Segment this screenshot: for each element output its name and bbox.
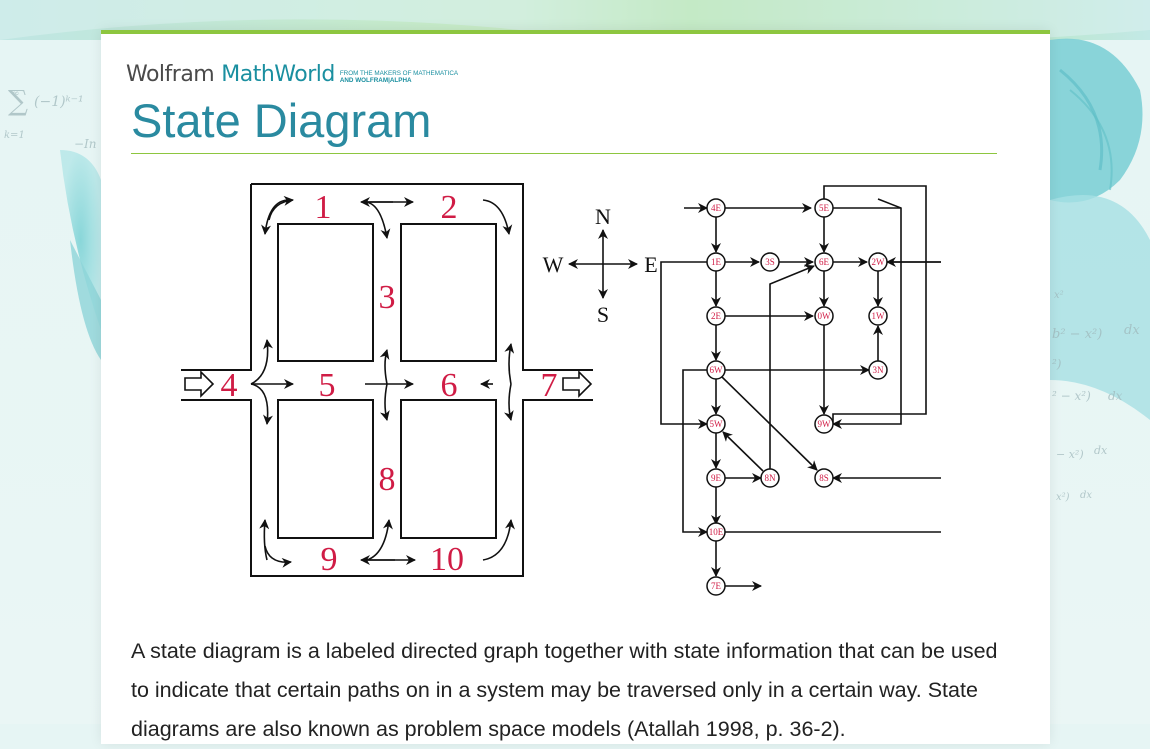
node-label: 6W <box>710 365 724 375</box>
node-label: 9W <box>818 419 832 429</box>
node-5W-circle <box>706 414 726 434</box>
map-outer-outline <box>181 183 593 577</box>
node-label: 10E <box>709 527 724 537</box>
exit-arrow-icon <box>562 370 593 398</box>
node-label: 5E <box>819 203 830 213</box>
logo-tagline-line2: AND WOLFRAM|ALPHA <box>339 77 412 84</box>
node-label: 2E <box>711 311 722 321</box>
node-6E-circle <box>814 252 834 272</box>
node-label: 1E <box>711 257 722 267</box>
block-top-right <box>400 223 497 362</box>
logo-mathworld-text: MathWorld <box>221 62 335 87</box>
node-label: 4E <box>711 203 722 213</box>
node-label: 1W <box>872 311 886 321</box>
site-logo[interactable]: Wolfram MathWorld FROM THE MAKERS OF MAT… <box>126 60 458 86</box>
graph-edges <box>660 185 941 591</box>
node-label: 2W <box>872 257 886 267</box>
node-2W-circle <box>868 252 888 272</box>
logo-wolfram-text: Wolfram <box>126 62 215 87</box>
map-turn-arrows <box>250 195 515 568</box>
location-label: 2 <box>441 189 458 226</box>
block-bottom-left <box>277 399 374 539</box>
compass-south-label: S <box>597 302 609 327</box>
location-label: 1 <box>315 189 332 226</box>
bg-sum-top: ∞ <box>12 89 20 99</box>
logo-tagline-line1: FROM THE MAKERS OF MATHEMATICA <box>339 70 459 77</box>
bg-frag-10: x² <box>1054 290 1064 301</box>
entry-exit-arrows <box>184 370 593 398</box>
bg-sum-expr: (−1)ᵏ⁻¹ <box>34 94 84 110</box>
bg-sum-symbol: ∑ <box>8 84 28 117</box>
entry-arrow-icon <box>184 370 215 398</box>
bg-frag-1: b² − x²) <box>1052 327 1102 342</box>
node-9W-circle <box>814 414 834 434</box>
node-label: 5W <box>710 419 724 429</box>
logo-tagline: FROM THE MAKERS OF MATHEMATICA AND WOLFR… <box>340 70 458 84</box>
node-4E-circle <box>706 198 726 218</box>
node-1E-circle <box>706 252 726 272</box>
node-label: 6E <box>819 257 830 267</box>
node-label: 3S <box>765 257 775 267</box>
graph-node-circles <box>706 198 888 596</box>
state-diagram-figure: 1 2 3 4 5 6 7 8 9 10 N S E W <box>181 183 941 596</box>
bg-frag-6: − x²) <box>1056 448 1084 461</box>
node-6W-circle <box>706 360 726 380</box>
state-graph: 4E 5E 1E 3S 6E 2W 2E 0W 1W 6W 3N 5W 9W 9… <box>660 185 941 596</box>
block-bottom-right <box>400 399 497 539</box>
location-label: 5 <box>319 367 336 404</box>
location-label: 6 <box>441 367 458 404</box>
node-label: 3N <box>873 365 885 375</box>
bg-frag-2: dx <box>1124 323 1140 338</box>
page-description: A state diagram is a labeled directed gr… <box>131 639 998 741</box>
bg-frag-7: dx <box>1094 444 1108 457</box>
node-1W-circle <box>868 306 888 326</box>
node-5E-circle <box>814 198 834 218</box>
compass-rose: N S E W <box>543 204 658 327</box>
node-10E-circle <box>706 522 726 542</box>
node-label: 0W <box>818 311 832 321</box>
bg-frag-5: dx <box>1108 389 1123 403</box>
node-label: 9E <box>711 473 722 483</box>
graph-node-labels: 4E 5E 1E 3S 6E 2W 2E 0W 1W 6W 3N 5W 9W 9… <box>709 203 885 591</box>
compass-north-label: N <box>595 204 611 229</box>
location-label: 8 <box>379 461 396 498</box>
bg-frag-8: x²) <box>1056 492 1070 503</box>
location-label: 3 <box>379 279 396 316</box>
node-3S-circle <box>760 252 780 272</box>
node-8N-circle <box>760 468 780 488</box>
page-title: State Diagram <box>131 94 432 147</box>
node-2E-circle <box>706 306 726 326</box>
location-label: 7 <box>541 367 558 404</box>
bg-frag-3: ²) <box>1052 357 1062 371</box>
block-top-left <box>277 223 374 362</box>
content-card: Wolfram MathWorld FROM THE MAKERS OF MAT… <box>101 30 1050 744</box>
node-label: 8N <box>765 473 777 483</box>
node-label: 7E <box>711 581 722 591</box>
compass-west-label: W <box>543 252 564 277</box>
compass-east-label: E <box>644 252 657 277</box>
bg-frag-9: dx <box>1080 490 1092 501</box>
bg-frag-4: ² − x²) <box>1052 389 1091 403</box>
street-map <box>181 183 593 577</box>
location-label: 10 <box>430 541 464 578</box>
node-3N-circle <box>868 360 888 380</box>
node-0W-circle <box>814 306 834 326</box>
bg-sum-bottom: k=1 <box>4 130 25 141</box>
bg-left-frag: −In <box>74 137 97 151</box>
node-7E-circle <box>706 576 726 596</box>
map-location-labels: 1 2 3 4 5 6 7 8 9 10 <box>221 189 558 578</box>
location-label: 4 <box>221 367 238 404</box>
node-9E-circle <box>706 468 726 488</box>
node-8S-circle <box>814 468 834 488</box>
title-divider <box>131 153 997 154</box>
node-label: 8S <box>819 473 829 483</box>
location-label: 9 <box>321 541 338 578</box>
